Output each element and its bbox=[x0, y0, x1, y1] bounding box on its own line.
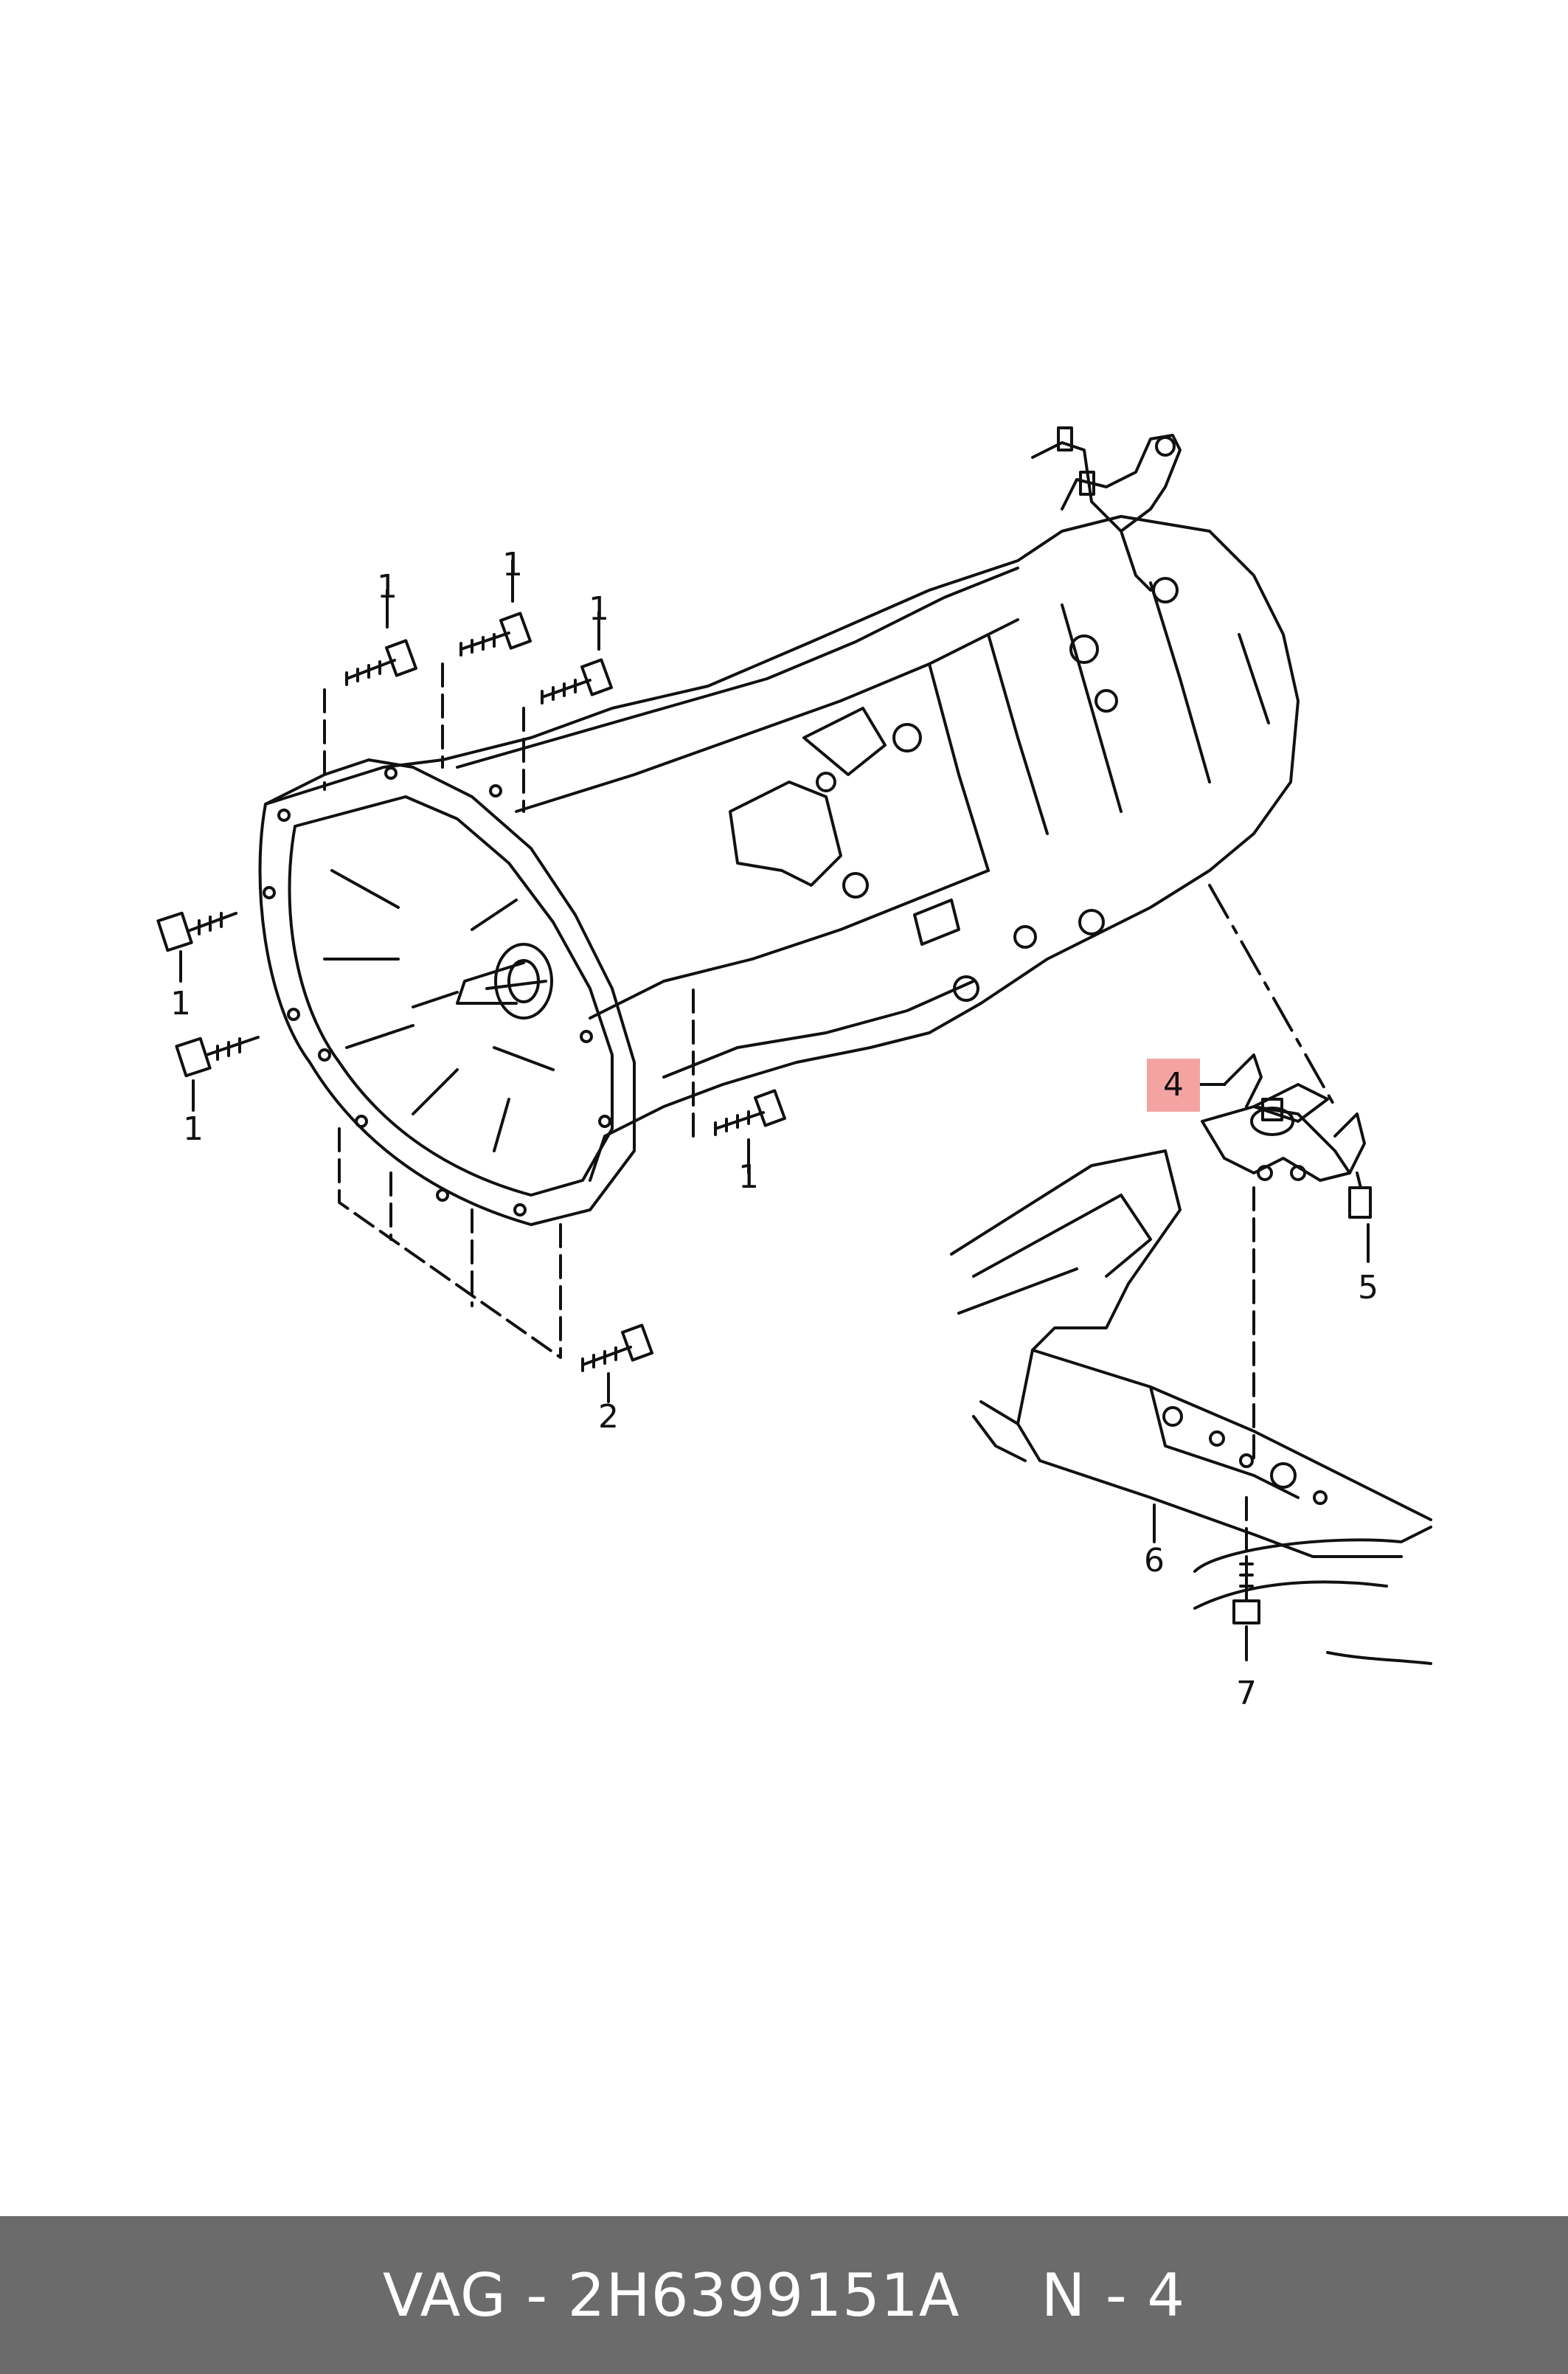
bolt-1-top-left bbox=[323, 589, 417, 791]
exploded-parts-diagram: 1 1 1 1 1 1 2 4 5 6 7 bbox=[156, 426, 1432, 1712]
part-number-label: VAG - 2H6399151A bbox=[382, 2260, 960, 2330]
callout-5: 5 bbox=[1358, 1269, 1378, 1307]
bolt-7-bottom bbox=[1232, 1496, 1260, 1661]
callout-1e: 1 bbox=[183, 1110, 204, 1148]
callout-1c: 1 bbox=[589, 590, 609, 628]
callout-1d: 1 bbox=[170, 985, 191, 1022]
transmission-mount bbox=[1201, 884, 1372, 1462]
callout-2: 2 bbox=[598, 1398, 619, 1436]
bolt-1-top-right bbox=[522, 611, 613, 813]
callout-1f: 1 bbox=[738, 1158, 759, 1196]
callout-labels: 1 1 1 1 1 1 2 4 5 6 7 bbox=[170, 546, 1378, 1712]
footer-bar: VAG - 2H6399151A N - 4 bbox=[0, 2216, 1568, 2374]
transmission-housing bbox=[258, 426, 1300, 1226]
callout-1a: 1 bbox=[377, 568, 398, 606]
diagram-position-label: N - 4 bbox=[1041, 2260, 1186, 2330]
crossmember bbox=[950, 1149, 1432, 1665]
bolt-1-top-middle bbox=[441, 559, 532, 769]
callout-6: 6 bbox=[1144, 1542, 1165, 1579]
callout-4: 4 bbox=[1163, 1066, 1184, 1104]
callout-1b: 1 bbox=[502, 546, 523, 584]
bolt-2-bottom bbox=[338, 1127, 653, 1403]
bolt-1-left-lower bbox=[175, 1036, 260, 1112]
highlight-box bbox=[1147, 1059, 1200, 1112]
bolt-1-right bbox=[692, 987, 786, 1174]
bolt-1-left-upper bbox=[156, 911, 237, 983]
callout-7: 7 bbox=[1236, 1675, 1257, 1712]
